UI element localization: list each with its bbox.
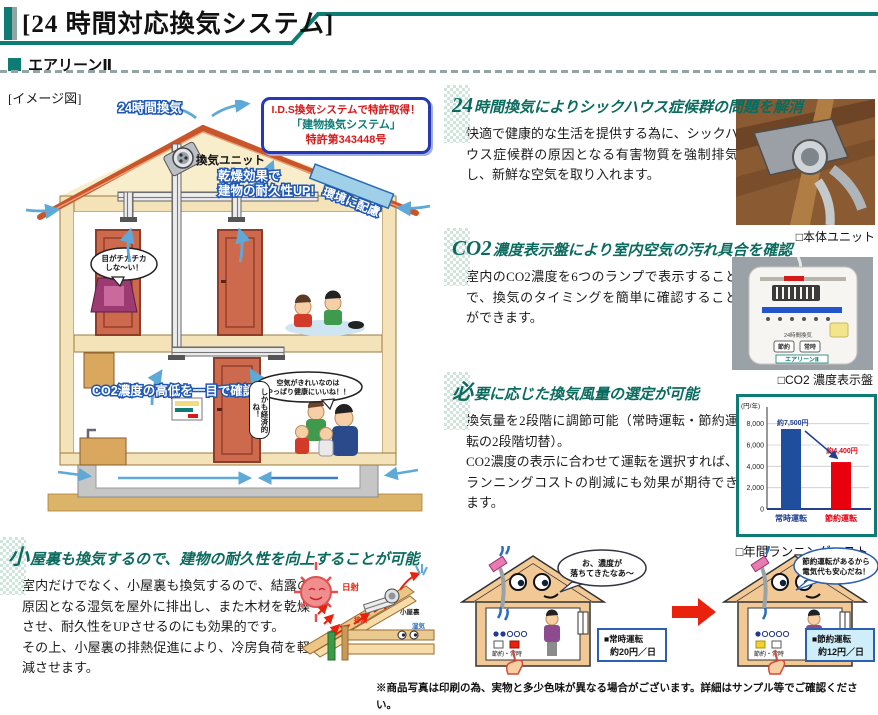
patent-badge-line2: 「建物換気システム」 bbox=[291, 118, 401, 131]
product-name: エアリーンⅡ bbox=[28, 57, 113, 74]
normal-mode-cost: 約20円／日 bbox=[610, 646, 656, 657]
svg-text:4,000: 4,000 bbox=[746, 464, 764, 471]
svg-text:0: 0 bbox=[760, 507, 764, 514]
sun-label: 日射 bbox=[342, 582, 360, 592]
section-attic-body1: 室内だけでなく、小屋裏も換気するので、結露の原因となる湿気を屋外に排出し、また木… bbox=[22, 578, 310, 635]
image-figure-label: [イメージ図] bbox=[8, 91, 82, 106]
co2-panel-caption: □CO2 濃度表示盤 bbox=[777, 373, 873, 387]
running-cost-chart: 0 2,000 4,000 6,000 8,000 (円/年) 常時運転 節約運転 約7,500… bbox=[736, 394, 877, 537]
section-co2: CO2濃度表示盤により室内空気の汚れ具合を確認 室内のCO2濃度を6つのランプで… bbox=[443, 227, 793, 329]
panel-normal-button-label: 常時 bbox=[804, 343, 816, 351]
svg-text:2,000: 2,000 bbox=[746, 485, 764, 492]
transition-arrow-icon bbox=[672, 598, 716, 626]
panel-24h-label: 24時間換気 bbox=[784, 331, 813, 339]
doors bbox=[95, 229, 263, 463]
sun-icon bbox=[294, 562, 338, 622]
main-unit-caption: □本体ユニット bbox=[795, 230, 875, 244]
normal-mode-bubble: お、濃度が 落ちてきたなあ～ bbox=[557, 549, 647, 593]
title-accent-bar bbox=[4, 7, 12, 40]
patent-badge-line1: I.D.S換気システムで特許取得！ bbox=[271, 104, 421, 116]
switch-label: 節約・常時 bbox=[754, 650, 784, 658]
normal-bubble-line1: お、濃度が bbox=[582, 558, 623, 568]
exhaust-label: 排熱 bbox=[354, 615, 368, 624]
ground-foundation bbox=[47, 462, 423, 512]
grandma-speech-bubble: 目がチカチカ しな～い！ bbox=[90, 247, 158, 288]
kids-figures bbox=[285, 290, 365, 336]
svg-text:約4,400円: 約4,400円 bbox=[826, 446, 858, 455]
kitchen bbox=[79, 352, 127, 466]
co2-check-label: CO2濃度の高低を一目で確認 bbox=[92, 383, 256, 398]
svg-text:節約運転: 節約運転 bbox=[825, 513, 857, 523]
saving-bubble-line2: 電気代も安心だね！ bbox=[802, 566, 870, 576]
section-airflow-title: 必要に応じた換気風量の選定が可能 bbox=[444, 371, 738, 431]
section-co2-title: CO2濃度表示盤により室内空気の汚れ具合を確認 bbox=[443, 227, 793, 287]
family-bubble-line1: 空気がきれいなのは bbox=[277, 378, 340, 387]
main-house-diagram: 目がチカチカ しな～い！ bbox=[25, 100, 431, 512]
dotted-divider bbox=[0, 70, 878, 73]
page-title: [24 時間対応換気システム] bbox=[22, 11, 335, 38]
saving-mode-label: ■節約運転 bbox=[812, 634, 852, 644]
svg-text:約7,500円: 約7,500円 bbox=[777, 418, 809, 427]
saving-bubble-line1: 節約運転があるから bbox=[802, 556, 870, 566]
ventilation-fan-unit bbox=[163, 141, 203, 177]
square-bullet-icon bbox=[8, 58, 21, 71]
lamp-indicator bbox=[755, 630, 790, 638]
attic-label: 小屋裏 bbox=[399, 607, 420, 616]
saving-mode-bubble: 節約運転があるから 電気代も安心だね！ bbox=[793, 547, 878, 591]
section-attic: 小屋裏も換気するので、建物の耐久性を向上することが可能 室内だけでなく、小屋裏も… bbox=[0, 536, 420, 679]
eco-speech-bubble: しかも経済的ね！ bbox=[249, 381, 270, 439]
section-co2-body: 室内のCO2濃度を6つのランプで表示することで、換気のタイミングを簡単に確認する… bbox=[466, 269, 738, 326]
panel-save-button-label: 節約 bbox=[778, 343, 790, 351]
family-bubble-line2: やっぱり健康にいいね！！ bbox=[266, 387, 350, 396]
panel-brand-label: エアリーンⅡ bbox=[785, 357, 819, 364]
product-heading: エアリーンⅡ bbox=[8, 54, 112, 75]
section-24h: 24時間換気によりシックハウス症候群の問題を解消 快適で健康的な生活を提供する為… bbox=[444, 84, 803, 186]
moisture-label: 湿気 bbox=[412, 621, 426, 630]
section-attic-body2: その上、小屋裏の排熱促進により、冷房負荷を軽減させます。 bbox=[22, 639, 310, 676]
dry-effect-label-2: 建物の耐久性UP! bbox=[218, 183, 315, 198]
footer-note-1: ※商品写真は印刷の為、実物と多少色味が異なる場合がございます。詳細はサンプル等で… bbox=[376, 683, 858, 711]
section-24h-title: 24時間換気によりシックハウス症候群の問題を解消 bbox=[444, 84, 803, 144]
section-24h-body: 快適で健康的な生活を提供する為に、シックハウス症候群の原因となる有害物質を強制排… bbox=[466, 126, 738, 183]
main-unit-photo bbox=[736, 99, 875, 225]
title-accent-bar-shadow bbox=[12, 7, 17, 40]
svg-text:(円/年): (円/年) bbox=[741, 401, 760, 410]
switch-label: 節約・常時 bbox=[492, 650, 522, 658]
vent-24h-label: 24時間換気 bbox=[118, 100, 182, 115]
normal-mode-label: ■常時運転 bbox=[604, 634, 644, 644]
section-airflow-body2: CO2濃度の表示に合わせて運転を選択すれば、ランニングコストの削減にも効果が期待… bbox=[466, 454, 738, 511]
grandma-bubble-line1: 目がチカチカ bbox=[102, 253, 147, 263]
saving-mode-label-box: ■節約運転 約12円／日 bbox=[805, 628, 875, 662]
duct-system bbox=[117, 143, 319, 360]
svg-text:6,000: 6,000 bbox=[746, 443, 764, 450]
footer-notes: ※商品写真は印刷の為、実物と多少色味が異なる場合がございます。詳細はサンプル等で… bbox=[376, 681, 876, 715]
attic-illustration: 日射 排熱 小屋裏 湿気 bbox=[294, 562, 435, 661]
svg-text:常時運転: 常時運転 bbox=[775, 513, 807, 523]
normal-mode-label-box: ■常時運転 約20円／日 bbox=[597, 628, 667, 662]
patent-badge: I.D.S換気システムで特許取得！ 「建物換気システム」 特許第343448号 bbox=[261, 97, 431, 155]
co2-panel-photo: 24時間換気 節約 常時 エアリーンⅡ bbox=[732, 257, 873, 370]
normal-bubble-line2: 落ちてきたなあ～ bbox=[570, 568, 634, 578]
section-airflow-body1: 換気量を2段階に調節可能（常時運転・節約運転の2段階切替）。 bbox=[466, 413, 738, 449]
patent-badge-line3: 特許第343448号 bbox=[305, 134, 387, 147]
section-attic-title: 小屋裏も換気するので、建物の耐久性を向上することが可能 bbox=[0, 536, 420, 596]
family-figures bbox=[295, 398, 358, 457]
fan-unit-label: 換気ユニット bbox=[196, 153, 265, 167]
eco-panel bbox=[308, 163, 395, 210]
family-speech-bubble: 空気がきれいなのは やっぱり健康にいいね！！ bbox=[253, 371, 363, 411]
lamp-indicator bbox=[493, 630, 528, 638]
header-accent-line bbox=[0, 12, 878, 45]
house-normal-mode: 節約・常時 bbox=[460, 546, 607, 675]
wall-co2-monitor bbox=[171, 397, 203, 421]
dry-effect-label-1: 乾燥効果で bbox=[218, 168, 281, 183]
grandma-bubble-line2: しな～い！ bbox=[105, 263, 143, 272]
svg-text:8,000: 8,000 bbox=[746, 421, 764, 428]
operation-mode-houses: 節約・常時 お、濃度が 落ちてきたなあ～ ■常時運転 約20円／日 bbox=[460, 546, 878, 675]
saving-mode-cost: 約12円／日 bbox=[818, 646, 864, 657]
section-airflow: 必要に応じた換気風量の選定が可能 換気量を2段階に調節可能（常時運転・節約運転の… bbox=[444, 371, 738, 514]
